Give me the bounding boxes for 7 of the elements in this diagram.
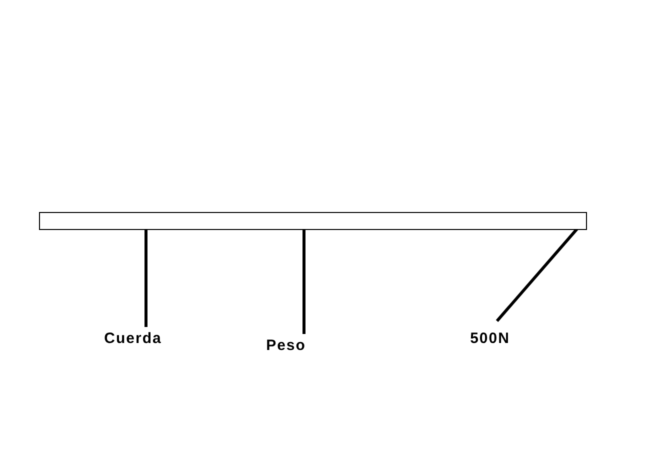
force-label: 500N	[466, 330, 514, 350]
force-label: Cuerda	[100, 330, 166, 350]
leader-line	[144, 229, 148, 327]
leader-line	[302, 229, 306, 334]
beam-bar	[39, 212, 587, 230]
force-label: Peso	[262, 337, 310, 357]
leader-line	[496, 228, 578, 322]
